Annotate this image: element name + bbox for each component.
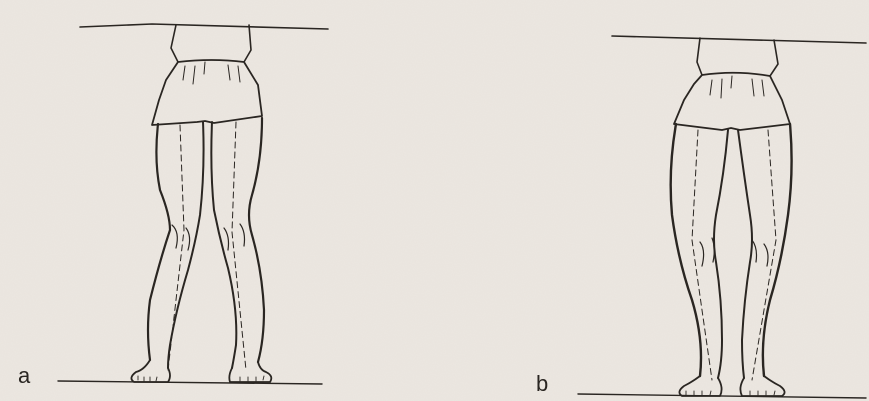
panel-b-label: b [536,373,548,395]
panel-a-label: a [18,365,30,387]
